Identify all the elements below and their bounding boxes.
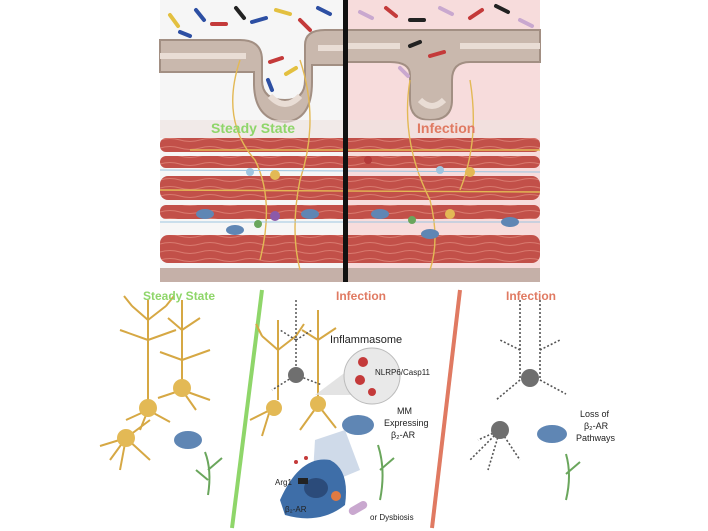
middle-neuron-bodies [266, 396, 326, 416]
middle-neurons [249, 310, 337, 437]
nlrp6-casp11-label: NLRP6/Casp11 [375, 368, 430, 377]
inflammasome-bubble [315, 347, 401, 405]
green-separator [230, 289, 264, 529]
loss-b2ar-label: β₂-AR [584, 421, 609, 431]
grey-neuron-body [288, 367, 304, 383]
inflammasome-label: Inflammasome [330, 334, 403, 346]
dysbiosis-bacterium [348, 501, 368, 515]
glial-fibers [159, 169, 541, 223]
mm-b2ar-label: β₂-AR [391, 430, 416, 440]
arg1-label: Arg1 [275, 478, 292, 487]
bacteria-right [358, 4, 534, 78]
enteric-cells-left [196, 168, 319, 235]
degenerating-neuron-middle [271, 300, 323, 391]
steady-neuron-bodies [117, 379, 191, 447]
bacteria-left [168, 6, 332, 92]
top-infection-label: Infection [417, 120, 476, 136]
bottom-middle-infection-label: Infection [336, 289, 386, 303]
loss-pathways-label: Pathways [576, 433, 616, 443]
enteric-cells-right [364, 156, 519, 239]
b2ar-zoom-label: β₂-AR [285, 505, 307, 514]
bottom-steady-state-label: Steady State [143, 289, 216, 303]
mm-expressing-label: Expressing [384, 418, 429, 428]
muscle-layers [160, 138, 540, 282]
top-panel [159, 0, 541, 282]
mm-label: MM [397, 406, 412, 416]
degenerating-neurons-right [469, 300, 567, 471]
mm-macrophage [342, 415, 395, 501]
top-steady-state-label: Steady State [211, 120, 296, 136]
submucosa [160, 120, 540, 138]
steady-macrophage [174, 431, 223, 496]
loss-of-label: Loss of [580, 409, 610, 419]
right-macrophage [537, 425, 581, 501]
bottom-right-infection-label: Infection [506, 289, 556, 303]
zoom-macrophage [280, 430, 360, 519]
top-divider [343, 0, 348, 282]
red-separator [430, 289, 462, 529]
steady-neurons [99, 295, 211, 471]
dysbiosis-label: or Dysbiosis [370, 513, 414, 522]
nerve-fibers [159, 59, 541, 271]
grey-neuron-bodies-right [491, 369, 539, 439]
